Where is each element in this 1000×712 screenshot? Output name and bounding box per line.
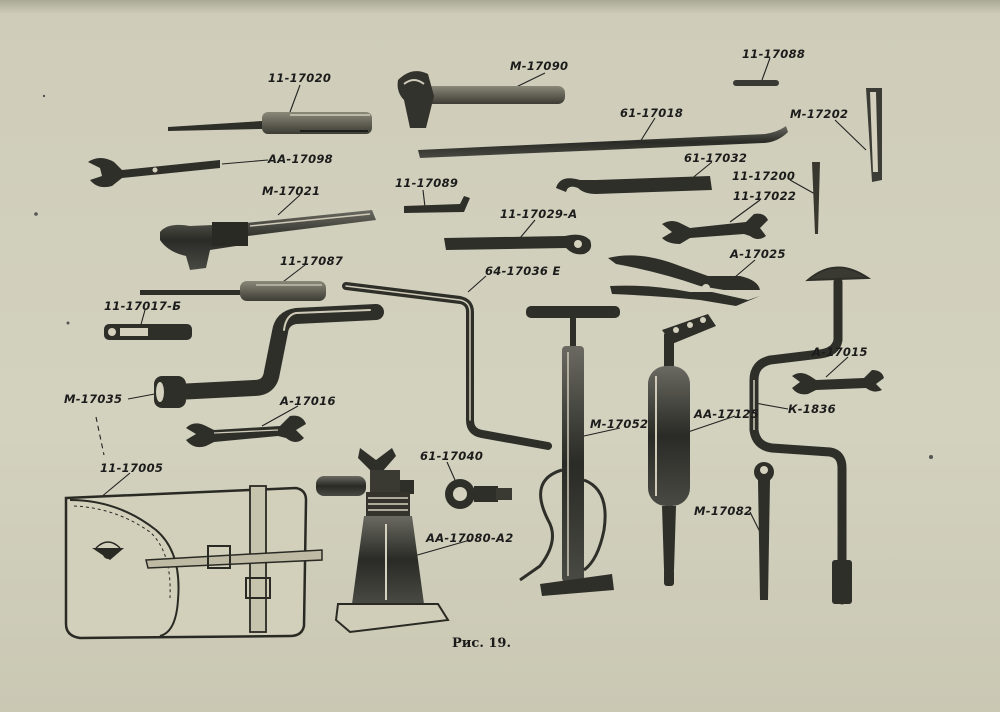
leader-lines [95,57,867,561]
label-11-17005: 11-17005 [100,461,164,475]
label-a-17015: А-17015 [812,345,868,359]
grease-gun [648,314,716,586]
label-m-17035: М-17035 [64,392,123,406]
pliers [608,255,760,306]
label-m-17090: М-17090 [510,59,569,73]
label-11-17088: 11-17088 [742,47,806,61]
mushroom-crank [749,266,872,605]
print-specks [34,94,933,459]
label-k-1836: К-1836 [788,402,836,416]
tool-bag [64,485,323,640]
small-open-wrench [662,213,768,244]
label-m-17021: М-17021 [262,184,321,198]
tire-pump [519,306,620,596]
label-61-17032: 61-17032 [684,151,748,165]
screwdriver-small [140,281,326,301]
pin [733,80,779,86]
open-end-wrench-thin [88,158,220,188]
label-11-17029-a: 11-17029-А [500,207,578,221]
plug-socket-small [104,324,192,340]
label-61-17040: 61-17040 [420,449,484,463]
screwdriver-large [168,112,372,134]
label-aa-17125: АА-17125 [694,407,759,421]
label-a-17016: А-17016 [280,394,336,408]
label-m-17052: М-17052 [590,417,649,431]
hook-spanner [556,176,712,194]
label-11-17087: 11-17087 [280,254,344,268]
crank-handle [342,282,552,450]
double-open-wrench [186,415,306,448]
adjustable-wrench [160,210,376,270]
label-aa-17098: АА-17098 [268,152,333,166]
label-11-17200: 11-17200 [732,169,796,183]
box-wrench-bent [444,234,592,255]
label-61-17018: 61-17018 [620,106,684,120]
socket-wrench [754,462,774,600]
figure-caption: Рис. 19. [452,636,512,651]
small-double-wrench [792,370,884,395]
label-11-17020: 11-17020 [268,71,332,85]
pump-adapter [445,479,512,509]
hex-key [404,196,470,213]
wheel-brace [154,304,384,408]
chisel [866,88,882,182]
hammer [397,71,565,128]
label-11-17022: 11-17022 [733,189,797,203]
label-m-17202: М-17202 [790,107,849,121]
label-11-17017-b: 11-17017-Б [104,299,182,313]
label-a-17025: А-17025 [730,247,786,261]
label-m-17082: М-17082 [694,504,753,518]
label-11-17089: 11-17089 [395,176,459,190]
car-jack [316,448,450,634]
label-64-17036-e: 64-17036 Е [485,264,561,278]
tire-lever [418,126,788,158]
label-aa-17080-a2: АА-17080-А2 [426,531,514,545]
punch [812,162,820,234]
